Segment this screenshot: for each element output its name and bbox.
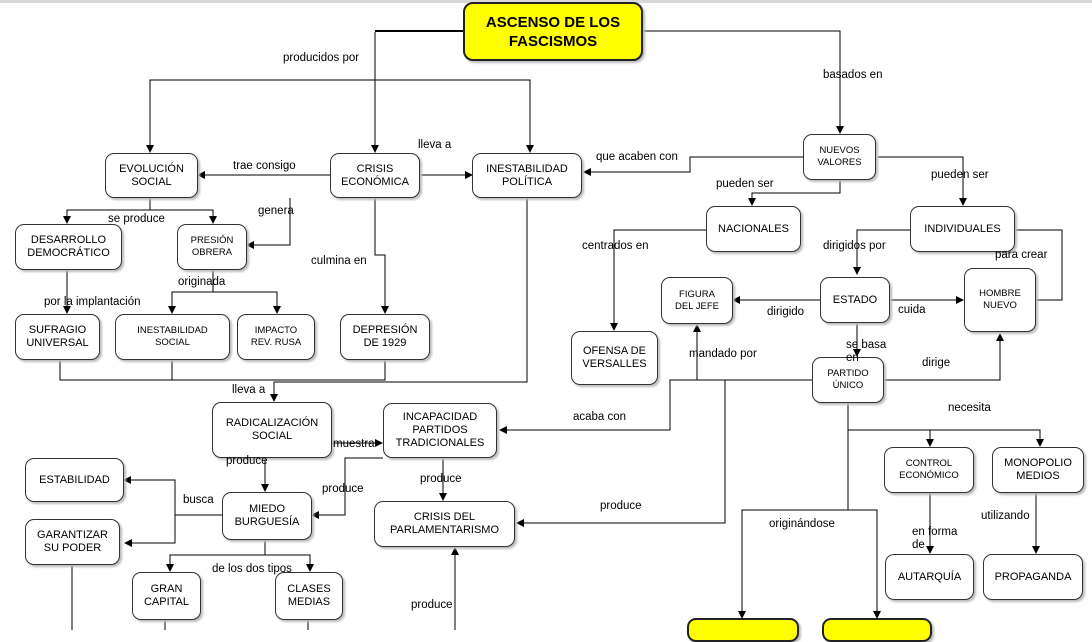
label-originandose: originándose xyxy=(769,518,835,530)
label-produce-5: produce xyxy=(411,599,453,611)
estabilidad-node[interactable]: ESTABILIDAD xyxy=(25,458,124,502)
monopolio-medios-node[interactable]: MONOPOLIO MEDIOS xyxy=(992,447,1084,493)
label-trae-consigo: trae consigo xyxy=(233,160,296,172)
label-por-la-implantacion: por la implantación xyxy=(44,296,141,308)
crisis-parlamentarismo-node[interactable]: CRISIS DEL PARLAMENTARISMO xyxy=(374,501,515,547)
label-necesita: necesita xyxy=(948,402,991,414)
hombre-nuevo-node[interactable]: HOMBRE NUEVO xyxy=(964,268,1036,332)
incapacidad-partidos-node[interactable]: INCAPACIDAD PARTIDOS TRADICIONALES xyxy=(383,403,497,458)
label-pueden-ser-1: pueden ser xyxy=(716,178,774,190)
label-produce-2: produce xyxy=(322,483,364,495)
label-se-basa-en: se basa en xyxy=(846,339,887,364)
propaganda-node[interactable]: PROPAGANDA xyxy=(983,554,1083,600)
evolucion-social-node[interactable]: EVOLUCIÓN SOCIAL xyxy=(105,153,198,198)
label-pueden-ser-2: pueden ser xyxy=(931,169,989,181)
label-produce-1: produce xyxy=(226,455,268,467)
label-originada: originada xyxy=(178,276,226,288)
label-que-acaben-con: que acaben con xyxy=(596,151,678,163)
clases-medias-node[interactable]: CLASES MEDIAS xyxy=(275,572,343,620)
label-muestra: muestra xyxy=(333,438,375,450)
label-acaba-con: acaba con xyxy=(573,411,627,423)
individuales-node[interactable]: INDIVIDUALES xyxy=(910,206,1015,252)
partido-unico-node[interactable]: PARTIDO ÚNICO xyxy=(812,357,884,403)
label-en-forma-de: en forma de xyxy=(912,526,958,551)
crisis-economica-node[interactable]: CRISIS ECONÓMICA xyxy=(330,153,420,198)
label-dirigidos-por: dirigidos por xyxy=(823,240,886,252)
label-centrados-en: centrados en xyxy=(582,240,649,252)
estado-node[interactable]: ESTADO xyxy=(820,277,890,323)
ofensa-versalles-node[interactable]: OFENSA DE VERSALLES xyxy=(571,331,658,385)
label-basados-en: basados en xyxy=(823,69,883,81)
yellow-node-left[interactable] xyxy=(687,618,799,642)
desarrollo-democratico-node[interactable]: DESARROLLO DEMOCRÁTICO xyxy=(15,224,122,270)
label-se-produce: se produce xyxy=(108,213,165,225)
miedo-burguesia-node[interactable]: MIEDO BURGUESÍA xyxy=(222,492,312,540)
nuevos-valores-node[interactable]: NUEVOS VALORES xyxy=(803,134,876,180)
gran-capital-node[interactable]: GRAN CAPITAL xyxy=(132,572,201,620)
inestabilidad-politica-node[interactable]: INESTABILIDAD POLÍTICA xyxy=(472,153,582,198)
label-utilizando: utilizando xyxy=(981,510,1030,522)
depresion-1929-node[interactable]: DEPRESIÓN DE 1929 xyxy=(340,314,430,360)
label-para-crear: para crear xyxy=(995,249,1048,261)
label-produce-3: produce xyxy=(420,473,462,485)
label-lleva-a-2: lleva a xyxy=(232,384,266,396)
label-busca: busca xyxy=(183,494,214,506)
label-lleva-a-1: lleva a xyxy=(418,139,452,151)
sufragio-universal-node[interactable]: SUFRAGIO UNIVERSAL xyxy=(15,314,100,360)
figura-del-jefe-node[interactable]: FIGURA DEL JEFE xyxy=(661,277,733,324)
autarquia-node[interactable]: AUTARQUÍA xyxy=(885,554,974,600)
label-genera: genera xyxy=(258,205,294,217)
window-top-border xyxy=(0,0,1092,3)
label-mandado-por: mandado por xyxy=(689,348,757,360)
label-cuida: cuida xyxy=(898,304,926,316)
label-dirige: dirige xyxy=(922,357,951,369)
presion-obrera-node[interactable]: PRESIÓN OBRERA xyxy=(177,224,247,270)
radicalizacion-social-node[interactable]: RADICALIZACIÓN SOCIAL xyxy=(212,402,332,458)
impacto-rev-rusa-node[interactable]: IMPACTO REV. RUSA xyxy=(237,314,315,360)
main-title-node[interactable]: ASCENSO DE LOS FASCISMOS xyxy=(463,2,643,61)
control-economico-node[interactable]: CONTROL ECONÓMICO xyxy=(884,447,974,493)
label-dirigido: dirigido xyxy=(767,306,805,318)
yellow-node-right[interactable] xyxy=(822,618,932,642)
inestabilidad-social-node[interactable]: INESTABILIDAD SOCIAL xyxy=(115,314,230,360)
label-producidos-por: producidos por xyxy=(283,52,360,64)
label-de-los-dos-tipos: de los dos tipos xyxy=(212,563,292,575)
nacionales-node[interactable]: NACIONALES xyxy=(706,206,801,252)
label-culmina-en: culmina en xyxy=(311,255,367,267)
garantizar-poder-node[interactable]: GARANTIZAR SU PODER xyxy=(25,519,120,565)
label-produce-4: produce xyxy=(600,500,642,512)
